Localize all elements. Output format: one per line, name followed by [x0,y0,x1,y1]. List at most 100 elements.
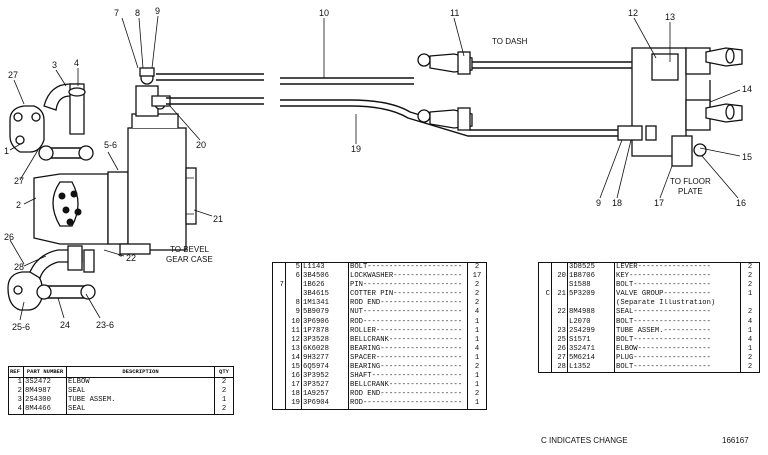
ref-no-cell [551,262,568,273]
group-cell [538,299,552,309]
qty-cell: 17 [467,272,487,282]
description-cell: TUBE ASSEM.----------- [616,326,711,335]
callout-26: 26 [4,232,14,242]
part-number-cell: 3B4615 [301,290,349,300]
callout-1: 1 [4,146,9,156]
part-number-cell: 8M4466 [23,405,67,415]
group-cell: C [538,290,552,300]
part-number-cell: 1P7878 [301,326,349,336]
header-ref-no: REF NO [8,366,24,378]
ref-no-cell: 21 [551,290,568,300]
description-cell: SEAL [68,387,86,396]
part-number-cell: 1A9257 [301,390,349,400]
description-cell: BELLCRANK----------------- [350,335,463,344]
qty-cell: 2 [740,272,760,282]
control-rods [156,73,630,137]
ref-no-cell: 1 [8,377,24,388]
description-cell: BEARING------------------- [350,363,463,372]
ref-no-cell: 10 [285,317,302,327]
ref-no-cell [551,317,568,327]
part-number-cell: S1588 [567,281,615,291]
qty-cell: 1 [467,353,487,364]
header-part-number: PART NUMBER [23,366,67,378]
ref-no-cell: 25 [551,335,568,345]
description-cell: LOCKWASHER---------------- [350,272,463,281]
ref-no-cell: 18 [285,390,302,400]
callout-19: 19 [351,144,361,154]
description-cell: SEAL------------------ [616,308,711,317]
group-cell [272,308,286,318]
dash-control-linkage [417,47,743,167]
ref-no-cell: 15 [285,363,302,373]
qty-cell: 4 [467,344,487,354]
qty-cell: 2 [214,387,234,397]
part-number-cell: 8M4988 [567,308,615,318]
description-cell: SEAL [68,405,86,414]
qty-cell: 2 [467,363,487,373]
group-cell [538,335,552,345]
ref-no-cell: 9 [285,308,302,318]
group-cell [272,317,286,327]
lower-tube-assembly [7,245,96,311]
ref-no-cell: 14 [285,353,302,364]
qty-cell: 1 [467,335,487,345]
group-cell [272,344,286,354]
qty-cell: 4 [740,317,760,327]
callout-7: 7 [114,8,119,18]
callout-27-upper: 27 [14,176,24,186]
group-cell [272,363,286,373]
qty-cell: 1 [467,399,487,409]
description-cell: BOLT------------------ [616,317,711,326]
callout-9-lower: 9 [596,198,601,208]
description-cell: (Separate Illustration) [616,299,716,308]
description-cell: LEVER----------------- [616,263,711,271]
qty-cell: 1 [467,326,487,336]
group-cell [272,262,286,273]
qty-cell: 1 [214,396,234,406]
description-cell: BOLT------------------ [616,281,711,290]
qty-cell: 2 [740,308,760,318]
qty-cell: 1 [740,290,760,300]
part-number-cell: 3P3527 [301,381,349,391]
part-number-cell: 5B9079 [301,308,349,318]
description-cell: BOLT------------------ [616,363,711,372]
callout-16: 16 [736,198,746,208]
callout-23-6: 23-6 [96,320,114,330]
callout-17: 17 [654,198,664,208]
qty-cell: 2 [740,363,760,373]
note-to-floor: TO FLOOR [670,177,711,186]
floor-plate-linkage [417,107,657,141]
callout-13: 13 [665,12,675,22]
description-cell: COTTER PIN---------------- [350,290,463,299]
ref-no-cell [285,281,302,291]
qty-cell: 4 [740,335,760,345]
group-cell [538,363,552,373]
group-cell [538,317,552,327]
ref-no-cell: 22 [551,308,568,318]
parts-table-left: REF NO PART NUMBER DESCRIPTION QTY 13S24… [8,366,234,416]
part-number-cell: 3S2472 [23,377,67,388]
description-cell: KEY------------------- [616,272,711,281]
description-cell: BELLCRANK----------------- [350,381,463,390]
group-cell [538,262,552,273]
group-cell [272,326,286,336]
part-number-cell: 3P3528 [301,335,349,345]
ref-no-cell: 2 [8,387,24,397]
callout-labels: 27 3 4 1 27 5-6 7 8 9 10 11 12 13 14 15 … [4,6,752,332]
description-cell: ELBOW----------------- [616,344,711,353]
